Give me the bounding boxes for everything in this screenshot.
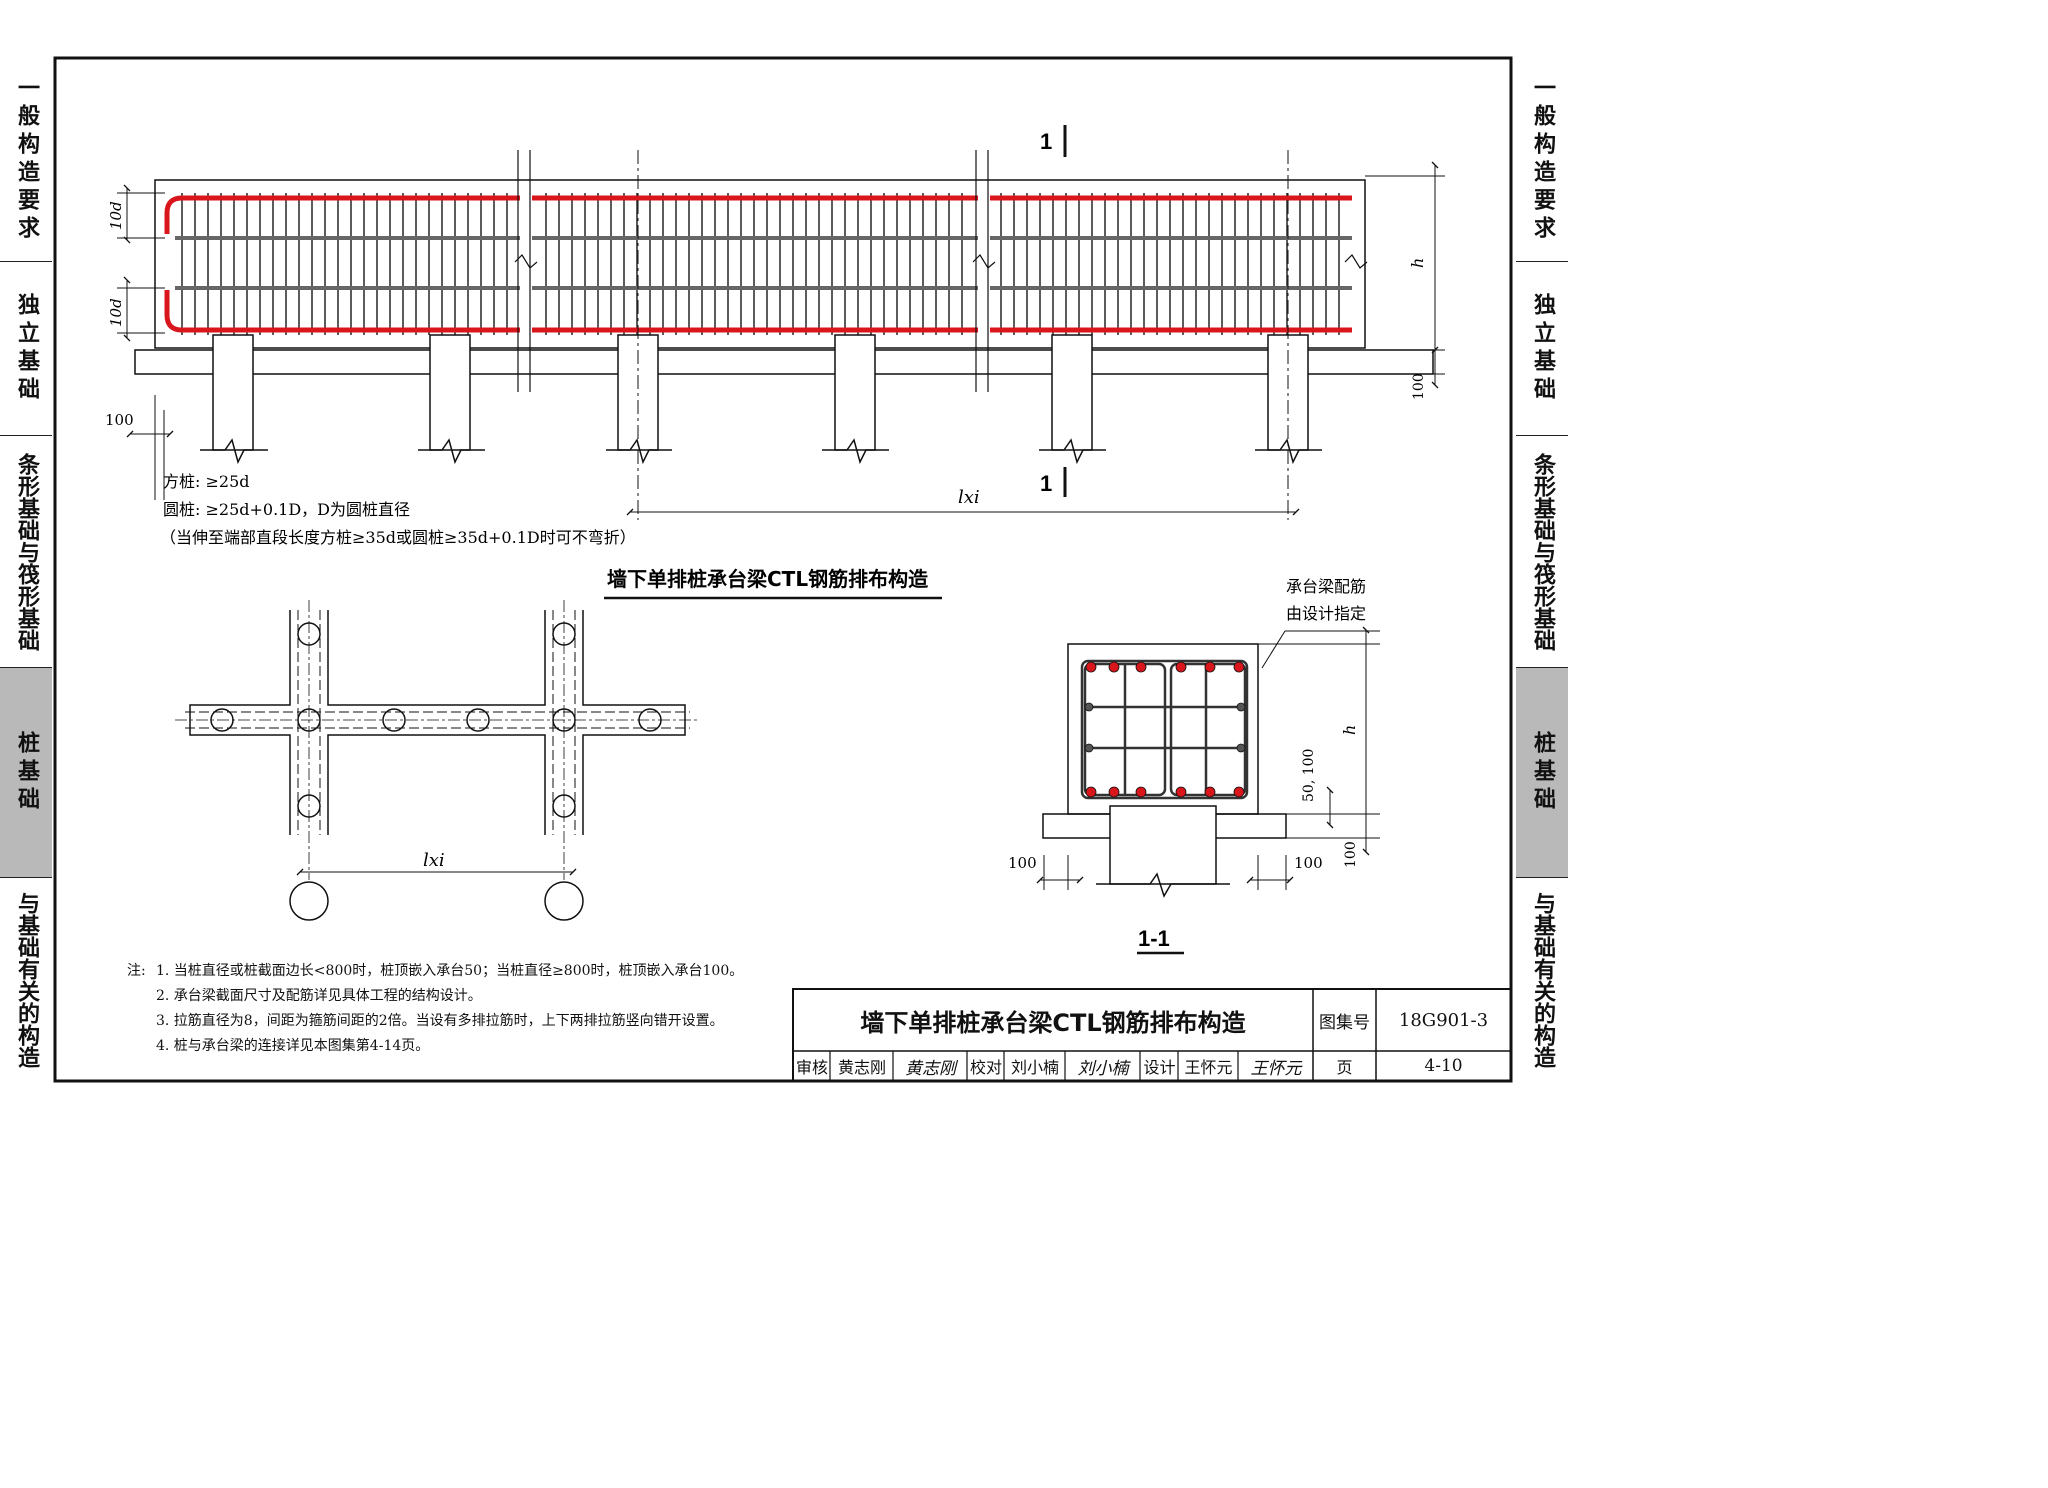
dim-h-elev: h <box>1408 258 1427 268</box>
section-callout-1: 承台梁配筋 <box>1286 577 1366 596</box>
pile-3 <box>606 334 672 465</box>
dim-100-right: 100 <box>1411 373 1427 400</box>
tb-review-label: 审核 <box>795 1058 828 1077</box>
tb-check-name: 刘小楠 <box>1010 1058 1059 1077</box>
pile-2 <box>418 334 485 465</box>
bedding-layer <box>134 349 1434 375</box>
plan-piles <box>210 622 662 921</box>
tab-isolated-right-label: 独立基础 <box>1530 292 1555 405</box>
tab-pile-label: 桩基础 <box>14 730 39 815</box>
note-item-2: 2. 承台梁截面尺寸及配筋详见具体工程的结构设计。 <box>156 988 482 1004</box>
tab-general-right[interactable]: 一般构造要求 <box>1516 58 1568 262</box>
piles <box>200 334 1322 465</box>
sheet-frame <box>53 56 1513 1083</box>
drawing-canvas: 1 1 10d 10d h 100 100 <box>53 56 1513 1083</box>
tab-related-right[interactable]: 与基础有关的构造 <box>1516 878 1568 1081</box>
note-round-pile: 圆桩: ≥25d+0.1D，D为圆桩直径 <box>163 500 410 519</box>
tb-atlas-label: 图集号 <box>1319 1012 1370 1033</box>
right-tab-column: 一般构造要求 独立基础 条形基础与筏形基础 桩基础 与基础有关的构造 <box>1516 58 1568 1081</box>
plan-view <box>175 600 700 921</box>
elevation-view: 1 1 10d 10d h 100 100 <box>105 125 1445 547</box>
pile-4 <box>822 334 889 465</box>
tab-pile-right[interactable]: 桩基础 <box>1516 668 1568 878</box>
dim-lxi-elev-text: lxi <box>958 487 980 508</box>
section-dim-100-left: 100 <box>1008 854 1037 872</box>
tb-check-sig: 刘小楠 <box>1077 1058 1129 1079</box>
tab-strip-raft-label: 条形基础与筏形基础 <box>14 452 39 651</box>
note-prefix: 注: <box>127 963 146 979</box>
tab-general-right-label: 一般构造要求 <box>1530 75 1555 244</box>
title-block <box>792 988 1512 1082</box>
dim-h-right <box>1365 161 1445 389</box>
note-item-1: 1. 当桩直径或桩截面边长<800时，桩顶嵌入承台50；当桩直径≥800时，桩顶… <box>156 963 744 979</box>
pile-5 <box>1039 334 1106 465</box>
tab-isolated-right[interactable]: 独立基础 <box>1516 262 1568 436</box>
tb-page-no: 4-10 <box>1424 1056 1463 1076</box>
section-stirrups <box>1080 659 1249 800</box>
tab-isolated-label: 独立基础 <box>14 292 39 405</box>
note-square-pile: 方桩: ≥25d <box>163 472 250 491</box>
tb-design-sig: 王怀元 <box>1250 1058 1302 1079</box>
section-mark-bottom: 1 <box>1040 471 1052 496</box>
stirrup-group <box>181 193 1340 335</box>
tab-related-label: 与基础有关的构造 <box>14 891 39 1068</box>
note-item-3: 3. 拉筋直径为8，间距为箍筋间距的2倍。当设有多排拉筋时，上下两排拉筋竖向错开… <box>156 1013 724 1029</box>
longitudinal-rebars <box>164 195 1352 333</box>
tab-strip-raft[interactable]: 条形基础与筏形基础 <box>0 436 52 668</box>
middle-rebars <box>175 236 1352 290</box>
plan-outline-left <box>189 610 291 835</box>
section-rebars <box>1084 661 1246 798</box>
tab-isolated[interactable]: 独立基础 <box>0 262 52 436</box>
section-dim-100-right: 100 <box>1294 854 1323 872</box>
top-rebar <box>164 195 1352 234</box>
section-view: 承台梁配筋 由设计指定 h 50, 100 100 100 100 1-1 <box>1008 577 1380 955</box>
note-exception: （当伸至端部直段长度方桩≥35d或圆桩≥35d+0.1D时可不弯折） <box>160 528 636 547</box>
section-dims <box>1036 626 1380 890</box>
tb-design-name: 王怀元 <box>1184 1058 1233 1077</box>
dim-100-left-text: 100 <box>105 411 134 429</box>
tb-review-sig: 黄志刚 <box>905 1058 956 1079</box>
section-dim-100-vert: 100 <box>1343 841 1359 868</box>
section-pile <box>1109 805 1217 885</box>
break-gaps <box>514 150 1368 392</box>
tab-strip-raft-right[interactable]: 条形基础与筏形基础 <box>1516 436 1568 668</box>
pile-1 <box>200 334 268 465</box>
tab-pile[interactable]: 桩基础 <box>0 668 52 878</box>
tb-review-name: 黄志刚 <box>837 1058 886 1077</box>
section-title: 1-1 <box>1138 926 1170 951</box>
section-callout-2: 由设计指定 <box>1286 604 1366 623</box>
tab-pile-right-label: 桩基础 <box>1530 730 1555 815</box>
tab-general-label: 一般构造要求 <box>14 75 39 244</box>
tab-general[interactable]: 一般构造要求 <box>0 58 52 262</box>
tb-design-label: 设计 <box>1143 1058 1176 1077</box>
note-item-4: 4. 桩与承台梁的连接详见本图集第4-14页。 <box>156 1038 430 1054</box>
bottom-rebar <box>164 290 1352 333</box>
tb-check-label: 校对 <box>969 1058 1002 1077</box>
dim-10d-left <box>117 184 165 342</box>
tb-drawing-title: 墙下单排桩承台梁CTL钢筋排布构造 <box>860 1008 1246 1037</box>
dim-10d-top: 10d <box>107 201 125 230</box>
tab-strip-raft-right-label: 条形基础与筏形基础 <box>1530 452 1555 651</box>
tab-related-right-label: 与基础有关的构造 <box>1530 891 1555 1068</box>
pile-6 <box>1255 334 1322 465</box>
section-dim-50-100: 50, 100 <box>1301 749 1317 802</box>
pile-centerlines <box>637 150 1289 520</box>
tb-page-label: 页 <box>1336 1058 1353 1077</box>
dim-100-left <box>126 395 174 500</box>
main-title: 墙下单排桩承台梁CTL钢筋排布构造 <box>607 567 929 591</box>
dim-lxi-plan-text: lxi <box>423 850 445 871</box>
section-dim-h: h <box>1340 725 1359 735</box>
section-mark-top: 1 <box>1040 129 1052 154</box>
dim-10d-bottom: 10d <box>107 298 125 327</box>
section-beam <box>1067 643 1259 815</box>
left-tab-column: 一般构造要求 独立基础 条形基础与筏形基础 桩基础 与基础有关的构造 <box>0 58 52 1081</box>
tab-related[interactable]: 与基础有关的构造 <box>0 878 52 1081</box>
plan-outline-right <box>582 610 686 835</box>
tb-atlas-no: 18G901-3 <box>1398 1009 1489 1031</box>
